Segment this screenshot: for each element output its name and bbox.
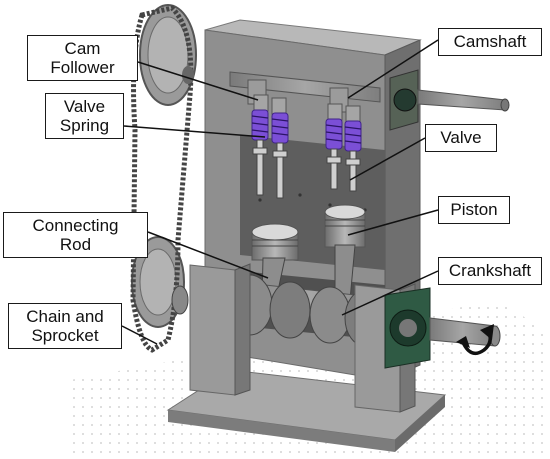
connecting-rod-line-2: Rod [59, 235, 92, 254]
valve-spring-line-1: Valve [63, 97, 106, 116]
connecting-rod-label: Connecting Rod [3, 212, 148, 258]
camshaft-text: Camshaft [453, 32, 527, 51]
piston-text: Piston [450, 200, 498, 219]
valves [252, 139, 361, 199]
valve-spring-line-2: Spring [59, 116, 110, 135]
cam-follower-line-2: Follower [50, 58, 115, 77]
leader-lines [121, 39, 439, 345]
chain-and-sprocket [130, 4, 197, 353]
left-shaft-stub [171, 285, 189, 315]
chain-sprocket-line-2: Sprocket [31, 326, 99, 345]
cam-follower-label: Cam Follower [27, 35, 138, 81]
cam-followers [253, 94, 361, 123]
camshaft-label: Camshaft [438, 28, 542, 56]
valve-spring-label: Valve Spring [45, 93, 124, 139]
valve-label: Valve [425, 124, 497, 152]
chain-sprocket-label: Chain and Sprocket [8, 303, 122, 349]
crankshaft-text: Crankshaft [448, 261, 532, 280]
cam-follower-line-1: Cam [64, 39, 101, 58]
valve-text: Valve [440, 128, 482, 147]
pistons [251, 204, 366, 261]
connecting-rod-line-1: Connecting [32, 216, 119, 235]
crankshaft-bearing [384, 287, 501, 369]
crankshaft-label: Crankshaft [438, 257, 542, 285]
chain-sprocket-line-1: Chain and [26, 307, 104, 326]
camshaft [229, 69, 510, 131]
piston-label: Piston [438, 196, 510, 224]
